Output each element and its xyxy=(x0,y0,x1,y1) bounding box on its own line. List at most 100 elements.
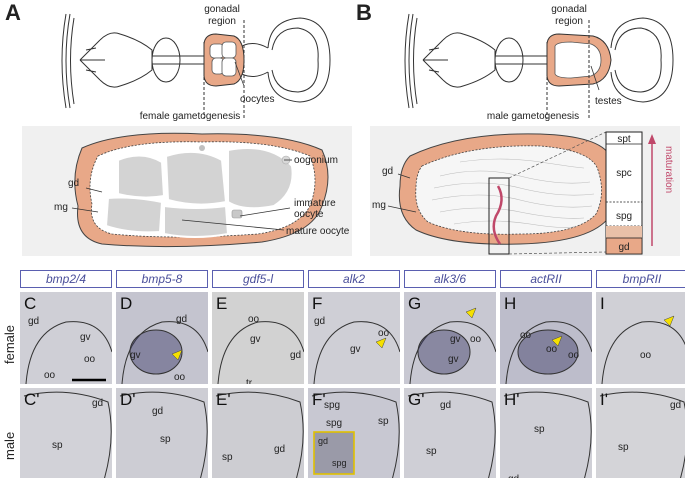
tissue-label: oo xyxy=(640,350,652,361)
inset-box xyxy=(313,431,355,475)
a-immature-label-2: oocyte xyxy=(294,209,324,220)
tile-letter: H' xyxy=(504,390,520,409)
tissue-label: tr xyxy=(246,378,253,384)
tissue-label: gd xyxy=(290,350,302,361)
tissue-label: sp xyxy=(160,434,171,445)
tissue-label: gv xyxy=(450,334,461,345)
tissue-outline xyxy=(599,391,685,478)
cross-section-female: gd mg oogonium immature oocyte mature oo… xyxy=(22,126,352,256)
tissue-label: gv xyxy=(250,334,261,345)
tissue-outline xyxy=(505,321,592,384)
male-tile-Hp: H' sp gd xyxy=(500,388,592,478)
arrowhead-icon xyxy=(375,337,387,349)
tissue-label: oo xyxy=(546,344,558,355)
schematic-a-worm: gonadal region oocytes female gametogene… xyxy=(61,4,331,122)
tissue-label: oo xyxy=(568,350,580,361)
b-maturation-label: maturation xyxy=(663,146,674,193)
tissue-label: gd xyxy=(440,400,452,411)
b-testes-label: testes xyxy=(595,96,622,107)
tissue-outline xyxy=(407,391,496,478)
tissue-label: gd xyxy=(508,474,519,478)
tissue-outline xyxy=(215,391,304,478)
gene-label-5: actRII xyxy=(500,270,592,288)
b-region-label-2: region xyxy=(555,16,583,27)
b-col-spc: spc xyxy=(616,168,632,179)
tile-letter: E xyxy=(216,294,228,313)
tissue-label: sp xyxy=(534,424,545,435)
b-region-label-1: gonadal xyxy=(551,4,587,15)
arrowhead-icon xyxy=(663,315,675,327)
tissue-outline xyxy=(25,321,112,384)
tissue-outline xyxy=(409,307,496,384)
tissue-label: sp xyxy=(378,416,389,427)
tissue-label: gv xyxy=(448,354,459,365)
cross-section-male: spt spc spg gd maturation gd mg xyxy=(370,126,680,256)
tile-letter: C xyxy=(24,294,37,313)
male-tile-Gp: G' gd sp xyxy=(404,388,496,478)
gene-label-0: bmp2/4 xyxy=(20,270,112,288)
panel-letter-a: A xyxy=(5,0,21,25)
tissue-label: oo xyxy=(44,370,56,381)
schematic-b-worm: gonadal region testes male gametogenesis xyxy=(404,4,674,122)
tissue-label: oo xyxy=(248,314,260,325)
a-gd-label: gd xyxy=(68,178,79,189)
tissue-outline xyxy=(313,321,400,384)
tile-letter: F xyxy=(312,294,323,313)
tissue-label: gd xyxy=(28,316,40,327)
tile-letter: I' xyxy=(600,390,608,409)
tissue-label: gd xyxy=(670,400,682,411)
inset-label: spg xyxy=(332,458,347,468)
tissue-outline xyxy=(503,391,592,478)
b-col-spt: spt xyxy=(617,134,631,145)
tissue-label: gv xyxy=(350,344,361,355)
tile-letter: H xyxy=(504,294,517,313)
gene-label-1: bmp5-8 xyxy=(116,270,208,288)
tile-letter: G' xyxy=(408,390,425,409)
tissue-label: gv xyxy=(80,332,91,343)
gene-label-2: gdf5-l xyxy=(212,270,304,288)
inset-label: gd xyxy=(318,436,329,446)
b-caption: male gametogenesis xyxy=(487,111,579,122)
tile-letter: F' xyxy=(312,390,326,409)
tissue-label: sp xyxy=(52,440,63,451)
tissue-label: spg xyxy=(324,400,341,411)
a-caption: female gametogenesis xyxy=(140,111,241,122)
tile-letter: D' xyxy=(120,390,136,409)
tissue-label: sp xyxy=(222,452,233,463)
a-region-label-2: region xyxy=(208,16,236,27)
tissue-label: spg xyxy=(326,418,343,429)
b-col-gd: gd xyxy=(618,242,629,253)
tissue-outline xyxy=(23,391,112,478)
arrowhead-icon xyxy=(465,307,477,319)
tissue-label: oo xyxy=(174,372,186,383)
tissue-label: gd xyxy=(92,398,104,409)
tissue-outline xyxy=(601,315,685,384)
tissue-label: sp xyxy=(426,446,437,457)
tile-letter: E' xyxy=(216,390,231,409)
gene-label-6: bmpRII xyxy=(596,270,685,288)
a-mg-label: mg xyxy=(54,202,68,213)
gene-label-3: alk2 xyxy=(308,270,400,288)
arrowhead-icon xyxy=(551,335,563,347)
a-region-label-1: gonadal xyxy=(204,4,240,15)
tissue-label: oo xyxy=(520,330,532,341)
male-tile-Dp: D' gd sp xyxy=(116,388,208,478)
tissue-label: oo xyxy=(378,328,390,339)
a-oogonium-label: oogonium xyxy=(294,155,338,166)
tissue-label: gv xyxy=(130,350,141,361)
a-immature-label: immature xyxy=(294,198,336,209)
tissue-label: gd xyxy=(152,406,164,417)
tissue-outline xyxy=(121,321,208,384)
tissue-label: oo xyxy=(470,334,482,345)
gene-label-4: alk3/6 xyxy=(404,270,496,288)
